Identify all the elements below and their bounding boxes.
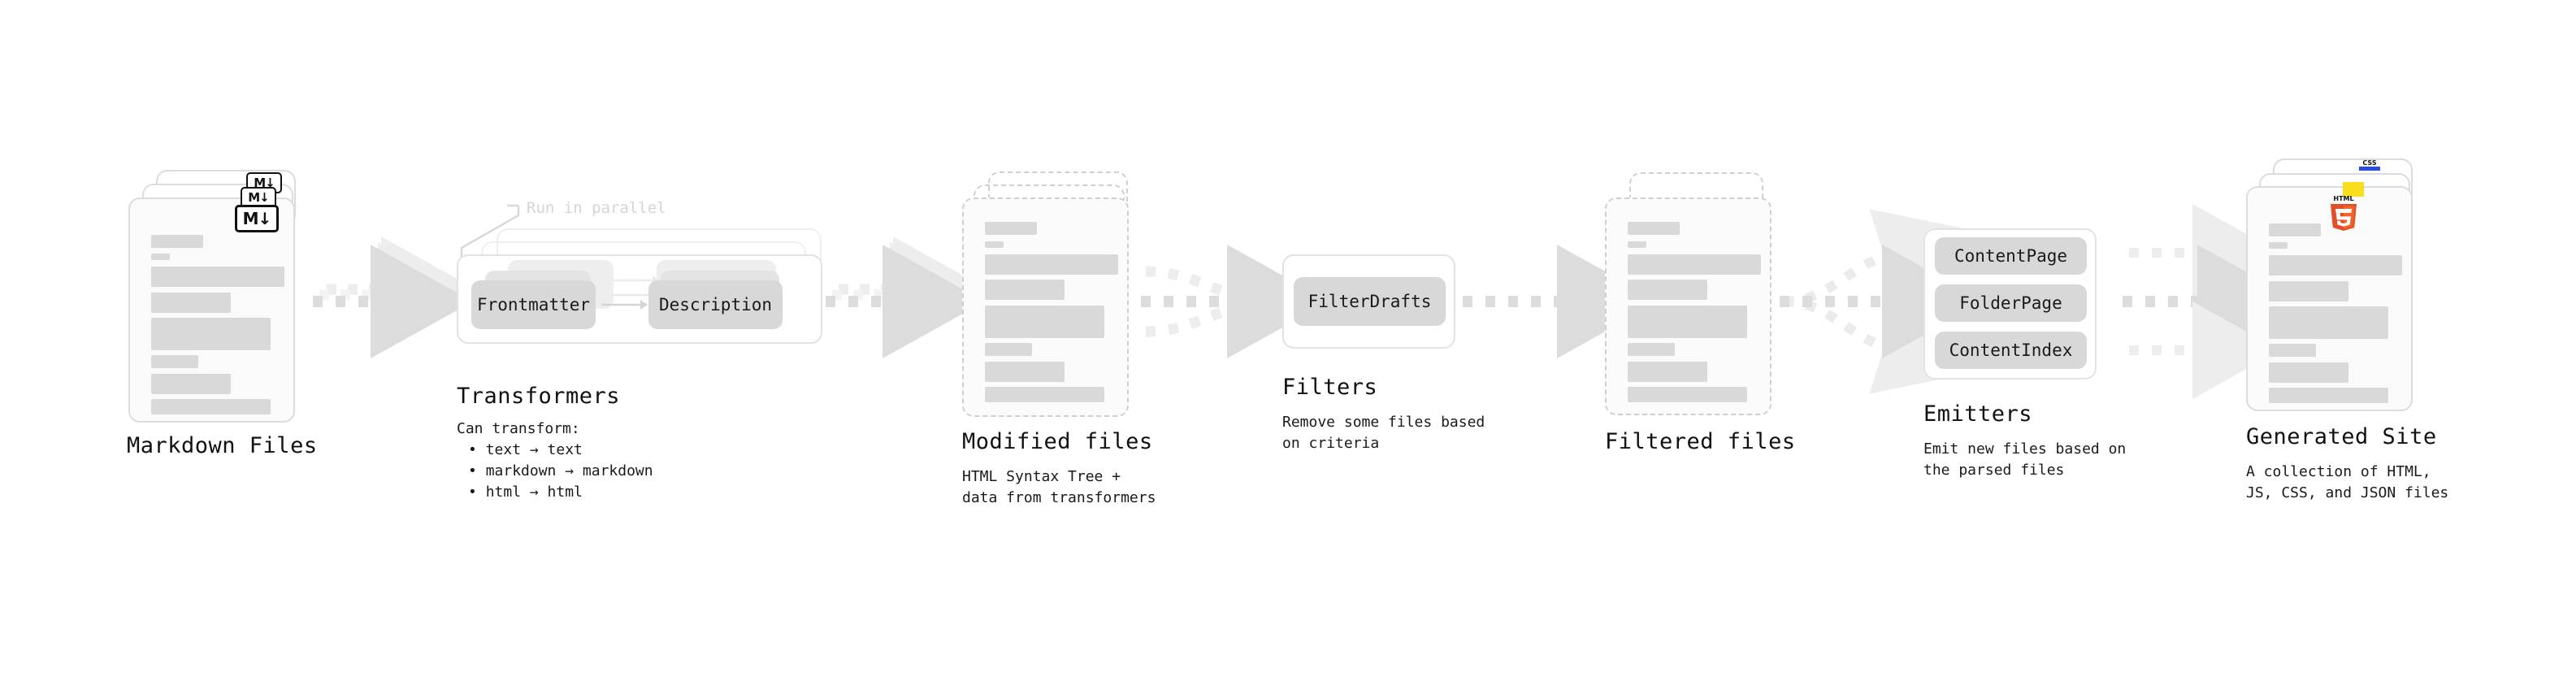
connector-modified-to-filters [1141, 245, 1329, 358]
markdown-icon: M↓ [241, 187, 276, 208]
transformer-node-label: Description [658, 295, 773, 314]
doc-bar [985, 362, 1065, 382]
doc-bar [1628, 222, 1680, 235]
connector-emitters-to-site [2123, 204, 2300, 399]
transformers-bullet: • html → html [468, 484, 583, 501]
doc-bar [985, 280, 1065, 300]
site-card-front [2246, 186, 2413, 411]
doc-bar [151, 267, 284, 287]
doc-bar [2269, 306, 2388, 339]
doc-bar [985, 241, 1004, 248]
emitter-node-label: ContentIndex [1949, 340, 2073, 360]
filtered-card-front [1605, 197, 1772, 415]
filter-node-filterdrafts[interactable]: FilterDrafts [1294, 277, 1446, 326]
emitter-node-contentindex[interactable]: ContentIndex [1935, 332, 2087, 369]
doc-bar [2269, 388, 2388, 403]
doc-bar [151, 399, 271, 414]
doc-bar [2269, 242, 2288, 249]
generated-site-title: Generated Site [2246, 424, 2437, 449]
generated-site-subtitle: A collection of HTML, JS, CSS, and JSON … [2246, 463, 2449, 502]
transformers-bullet: • text → text [468, 441, 583, 459]
transformers-title: Transformers [457, 384, 621, 409]
doc-bar [1628, 387, 1747, 402]
transformer-node-description[interactable]: Description [648, 280, 783, 329]
doc-bar [151, 355, 198, 368]
emitters-title: Emitters [1923, 401, 2033, 427]
run-in-parallel-bracket [460, 204, 520, 258]
doc-bar [2269, 344, 2316, 357]
doc-bar [151, 235, 203, 248]
markdown-icon-label: M↓ [242, 209, 272, 228]
html5-icon: HTML [2331, 195, 2357, 231]
css3-icon [2359, 167, 2380, 171]
bullet-text: html → html [485, 484, 583, 501]
svg-text:HTML: HTML [2333, 195, 2353, 202]
doc-bar [1628, 254, 1761, 275]
emitter-node-folderpage[interactable]: FolderPage [1935, 284, 2087, 322]
doc-bar [1628, 343, 1675, 356]
transformers-bullet: • markdown → markdown [468, 462, 653, 480]
doc-bar [1628, 280, 1707, 300]
run-in-parallel-label: Run in parallel [527, 199, 666, 217]
emitter-node-label: FolderPage [1959, 293, 2062, 313]
bullet-text: text → text [485, 441, 583, 459]
doc-bar [2269, 281, 2348, 301]
modified-files-title: Modified files [962, 429, 1153, 454]
doc-bar [151, 318, 271, 350]
doc-bar [985, 387, 1104, 402]
emitter-node-label: ContentPage [1954, 246, 2068, 266]
transformers-subtitle: Can transform: [457, 420, 580, 437]
markdown-icon-label: M↓ [254, 175, 275, 190]
doc-bar [151, 293, 231, 313]
doc-bar [985, 222, 1037, 235]
markdown-icon: M↓ [235, 205, 279, 232]
doc-bar [151, 374, 231, 394]
emitters-subtitle: Emit new files based on the parsed files [1923, 440, 2127, 479]
markdown-files-title: Markdown Files [127, 433, 318, 458]
transformer-inner-arrow [601, 300, 648, 310]
doc-bar [985, 343, 1032, 356]
transformers-bullets: Can transform: • text → text • markdown … [457, 419, 653, 503]
doc-bar [985, 254, 1118, 275]
css3-icon-label: CSS [2362, 159, 2377, 167]
bullet-text: markdown → markdown [485, 462, 653, 480]
js-icon [2343, 182, 2364, 197]
markdown-icon-label: M↓ [248, 189, 269, 205]
emitter-node-contentpage[interactable]: ContentPage [1935, 237, 2087, 275]
transformer-node-label: Frontmatter [476, 295, 591, 314]
modified-card-front [962, 197, 1129, 417]
doc-bar [151, 254, 170, 260]
connector-filtered-to-emitters [1780, 209, 1984, 394]
filtered-files-title: Filtered files [1605, 429, 1796, 454]
transformer-node-frontmatter[interactable]: Frontmatter [471, 280, 596, 329]
doc-bar [1628, 241, 1646, 248]
doc-bar [2269, 223, 2321, 236]
doc-bar [2269, 255, 2402, 275]
doc-bar [985, 306, 1104, 338]
doc-bar [2269, 362, 2348, 383]
markdown-card-front [128, 197, 295, 423]
doc-bar [1628, 362, 1707, 382]
filters-title: Filters [1282, 375, 1378, 400]
modified-files-subtitle: HTML Syntax Tree + data from transformer… [962, 468, 1156, 507]
filters-subtitle: Remove some files based on criteria [1282, 414, 1485, 453]
doc-bar [1628, 306, 1747, 338]
filter-node-label: FilterDrafts [1308, 292, 1432, 311]
